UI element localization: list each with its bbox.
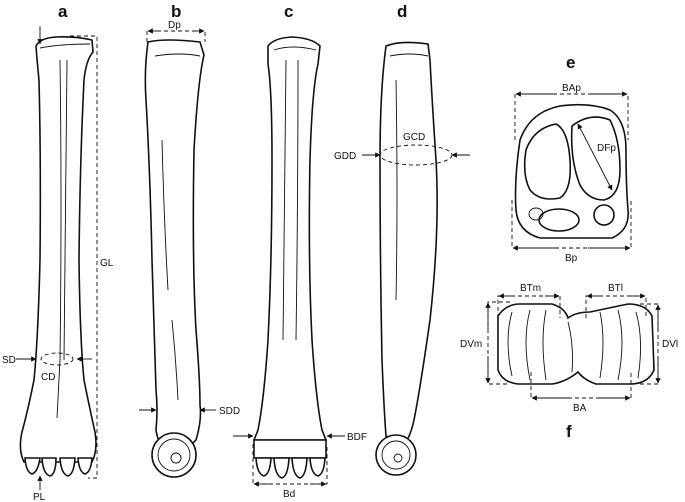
label-ba: BA: [573, 403, 587, 414]
label-dfp: DFp: [597, 143, 616, 154]
label-sd: SD: [2, 355, 16, 366]
label-btm: BTm: [520, 283, 541, 294]
label-sdd: SDD: [219, 406, 240, 417]
cd-ellipse: [40, 352, 74, 366]
label-gl: GL: [100, 258, 114, 269]
panel-letter-a: a: [58, 2, 68, 21]
distal-surface-f: [497, 303, 655, 385]
label-bd: Bd: [283, 489, 295, 500]
btl-bracket: [585, 295, 647, 318]
label-cd: CD: [41, 372, 55, 383]
bone-b: [144, 39, 205, 478]
label-dvl: DVl: [662, 339, 678, 350]
panel-letter-f: f: [566, 422, 572, 441]
label-dvm: DVm: [460, 339, 482, 350]
panel-letter-c: c: [284, 2, 293, 21]
bp-bracket: [511, 200, 632, 249]
proximal-surface-e: [514, 103, 629, 239]
dvl-bracket: [640, 303, 659, 385]
label-bdf: BDF: [347, 432, 367, 443]
gl-bracket: [70, 35, 98, 479]
btm-bracket: [497, 295, 561, 318]
label-gdd: GDD: [334, 151, 356, 162]
bone-a: [19, 36, 97, 477]
label-dp: Dp: [168, 20, 181, 31]
dvm-bracket: [487, 301, 510, 385]
panel-letter-b: b: [171, 2, 181, 21]
label-bap: BAp: [562, 83, 581, 94]
bap-bracket: [514, 93, 629, 140]
panel-letter-e: e: [566, 53, 575, 72]
panel-letter-d: d: [397, 2, 407, 21]
bone-c: [252, 36, 328, 479]
bone-d: [375, 41, 438, 476]
dfp-arrow: [577, 123, 613, 191]
label-btl: BTl: [608, 283, 623, 294]
label-pl: PL: [33, 492, 46, 502]
bd-bracket: [252, 444, 328, 485]
label-bp: Bp: [565, 253, 578, 264]
label-gcd: GCD: [403, 132, 425, 143]
